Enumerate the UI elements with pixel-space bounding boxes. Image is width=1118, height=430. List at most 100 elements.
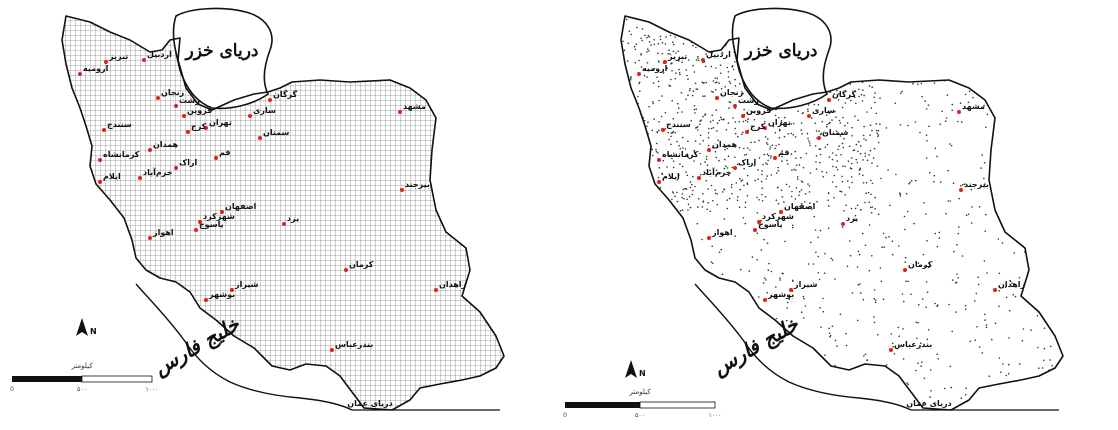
population-dot [758, 199, 760, 201]
population-dot [819, 229, 822, 232]
population-dot [936, 155, 938, 158]
population-dot [715, 81, 718, 83]
city-label: یزد [846, 214, 858, 223]
population-dot [695, 59, 698, 61]
population-dot [621, 52, 622, 55]
population-dot [871, 255, 873, 257]
population-dot [845, 204, 847, 206]
population-dot [624, 87, 627, 90]
population-dot [851, 135, 853, 137]
population-dot [695, 108, 697, 110]
city-label: شیراز [793, 280, 818, 289]
population-dot [720, 94, 723, 97]
population-dot [853, 74, 855, 77]
population-dot [635, 111, 638, 114]
population-dot [726, 66, 728, 69]
city-marker [827, 98, 831, 102]
population-dot [869, 124, 872, 126]
scale-tick-label: ۱۰۰۰ [709, 412, 722, 419]
population-dot [964, 49, 967, 52]
population-dot [678, 60, 680, 62]
population-dot [1058, 11, 1060, 13]
population-dot [859, 152, 862, 155]
population-dot [622, 40, 624, 43]
population-dot [767, 159, 769, 162]
population-dot [934, 232, 936, 235]
population-dot [865, 14, 867, 16]
city-label: سنندج [666, 120, 691, 129]
population-dot [670, 132, 672, 134]
population-dot [851, 126, 853, 129]
population-dot [692, 90, 695, 92]
population-dot [780, 120, 783, 122]
population-dot [1035, 75, 1038, 77]
population-dot [721, 51, 724, 54]
population-dot [876, 43, 879, 46]
population-dot [847, 392, 849, 395]
population-dot [742, 92, 744, 95]
population-dot [818, 148, 821, 150]
population-dot [689, 87, 691, 90]
population-dot [850, 71, 852, 73]
population-dot [864, 201, 866, 204]
population-dot [716, 193, 719, 195]
population-dot [984, 183, 986, 185]
city-label: همدان [712, 140, 738, 149]
population-dot [870, 211, 873, 214]
population-dot [636, 26, 638, 29]
population-dot [637, 95, 639, 98]
population-dot [627, 133, 629, 136]
population-dot [800, 122, 803, 124]
population-dot [1038, 144, 1040, 147]
population-dot [798, 194, 800, 196]
population-dot [726, 207, 729, 210]
population-dot [917, 362, 919, 365]
population-dot [639, 318, 641, 320]
population-dot [905, 192, 908, 195]
population-dot [921, 69, 924, 72]
population-dot [642, 10, 644, 12]
population-dot [793, 168, 795, 171]
population-dot [672, 166, 675, 169]
population-dot [834, 364, 836, 367]
population-dot [756, 212, 759, 214]
population-dot [1041, 136, 1044, 139]
population-dot [907, 280, 909, 283]
population-dot [693, 149, 696, 152]
population-dot [681, 209, 684, 211]
population-dot [624, 339, 627, 341]
population-dot [672, 50, 675, 53]
population-dot [781, 160, 783, 162]
population-dot [642, 142, 645, 145]
population-dot [950, 386, 953, 389]
population-dot [824, 354, 826, 357]
population-dot [997, 33, 1000, 36]
population-dot [1054, 138, 1056, 141]
population-dot [886, 10, 888, 12]
population-dot [936, 40, 939, 42]
city-marker [757, 220, 761, 224]
population-dot [766, 175, 768, 177]
population-dot [1024, 51, 1026, 53]
population-dot [735, 182, 738, 184]
population-dot [873, 147, 876, 150]
population-dot [859, 283, 861, 285]
population-dot [885, 364, 888, 366]
population-dot [821, 120, 824, 123]
population-dot [734, 121, 736, 123]
population-dot [624, 106, 627, 109]
population-dot [941, 110, 943, 113]
city-marker [156, 96, 160, 100]
population-dot [621, 117, 623, 120]
population-dot [778, 143, 780, 146]
population-dot [796, 176, 799, 178]
population-dot [1013, 252, 1016, 254]
city-label: تهران [209, 118, 232, 127]
population-dot [626, 331, 629, 334]
population-dot [837, 59, 840, 62]
population-dot [634, 277, 636, 280]
population-dot [967, 101, 970, 104]
population-dot [862, 70, 864, 73]
population-dot [1048, 382, 1050, 384]
population-dot [900, 13, 902, 15]
